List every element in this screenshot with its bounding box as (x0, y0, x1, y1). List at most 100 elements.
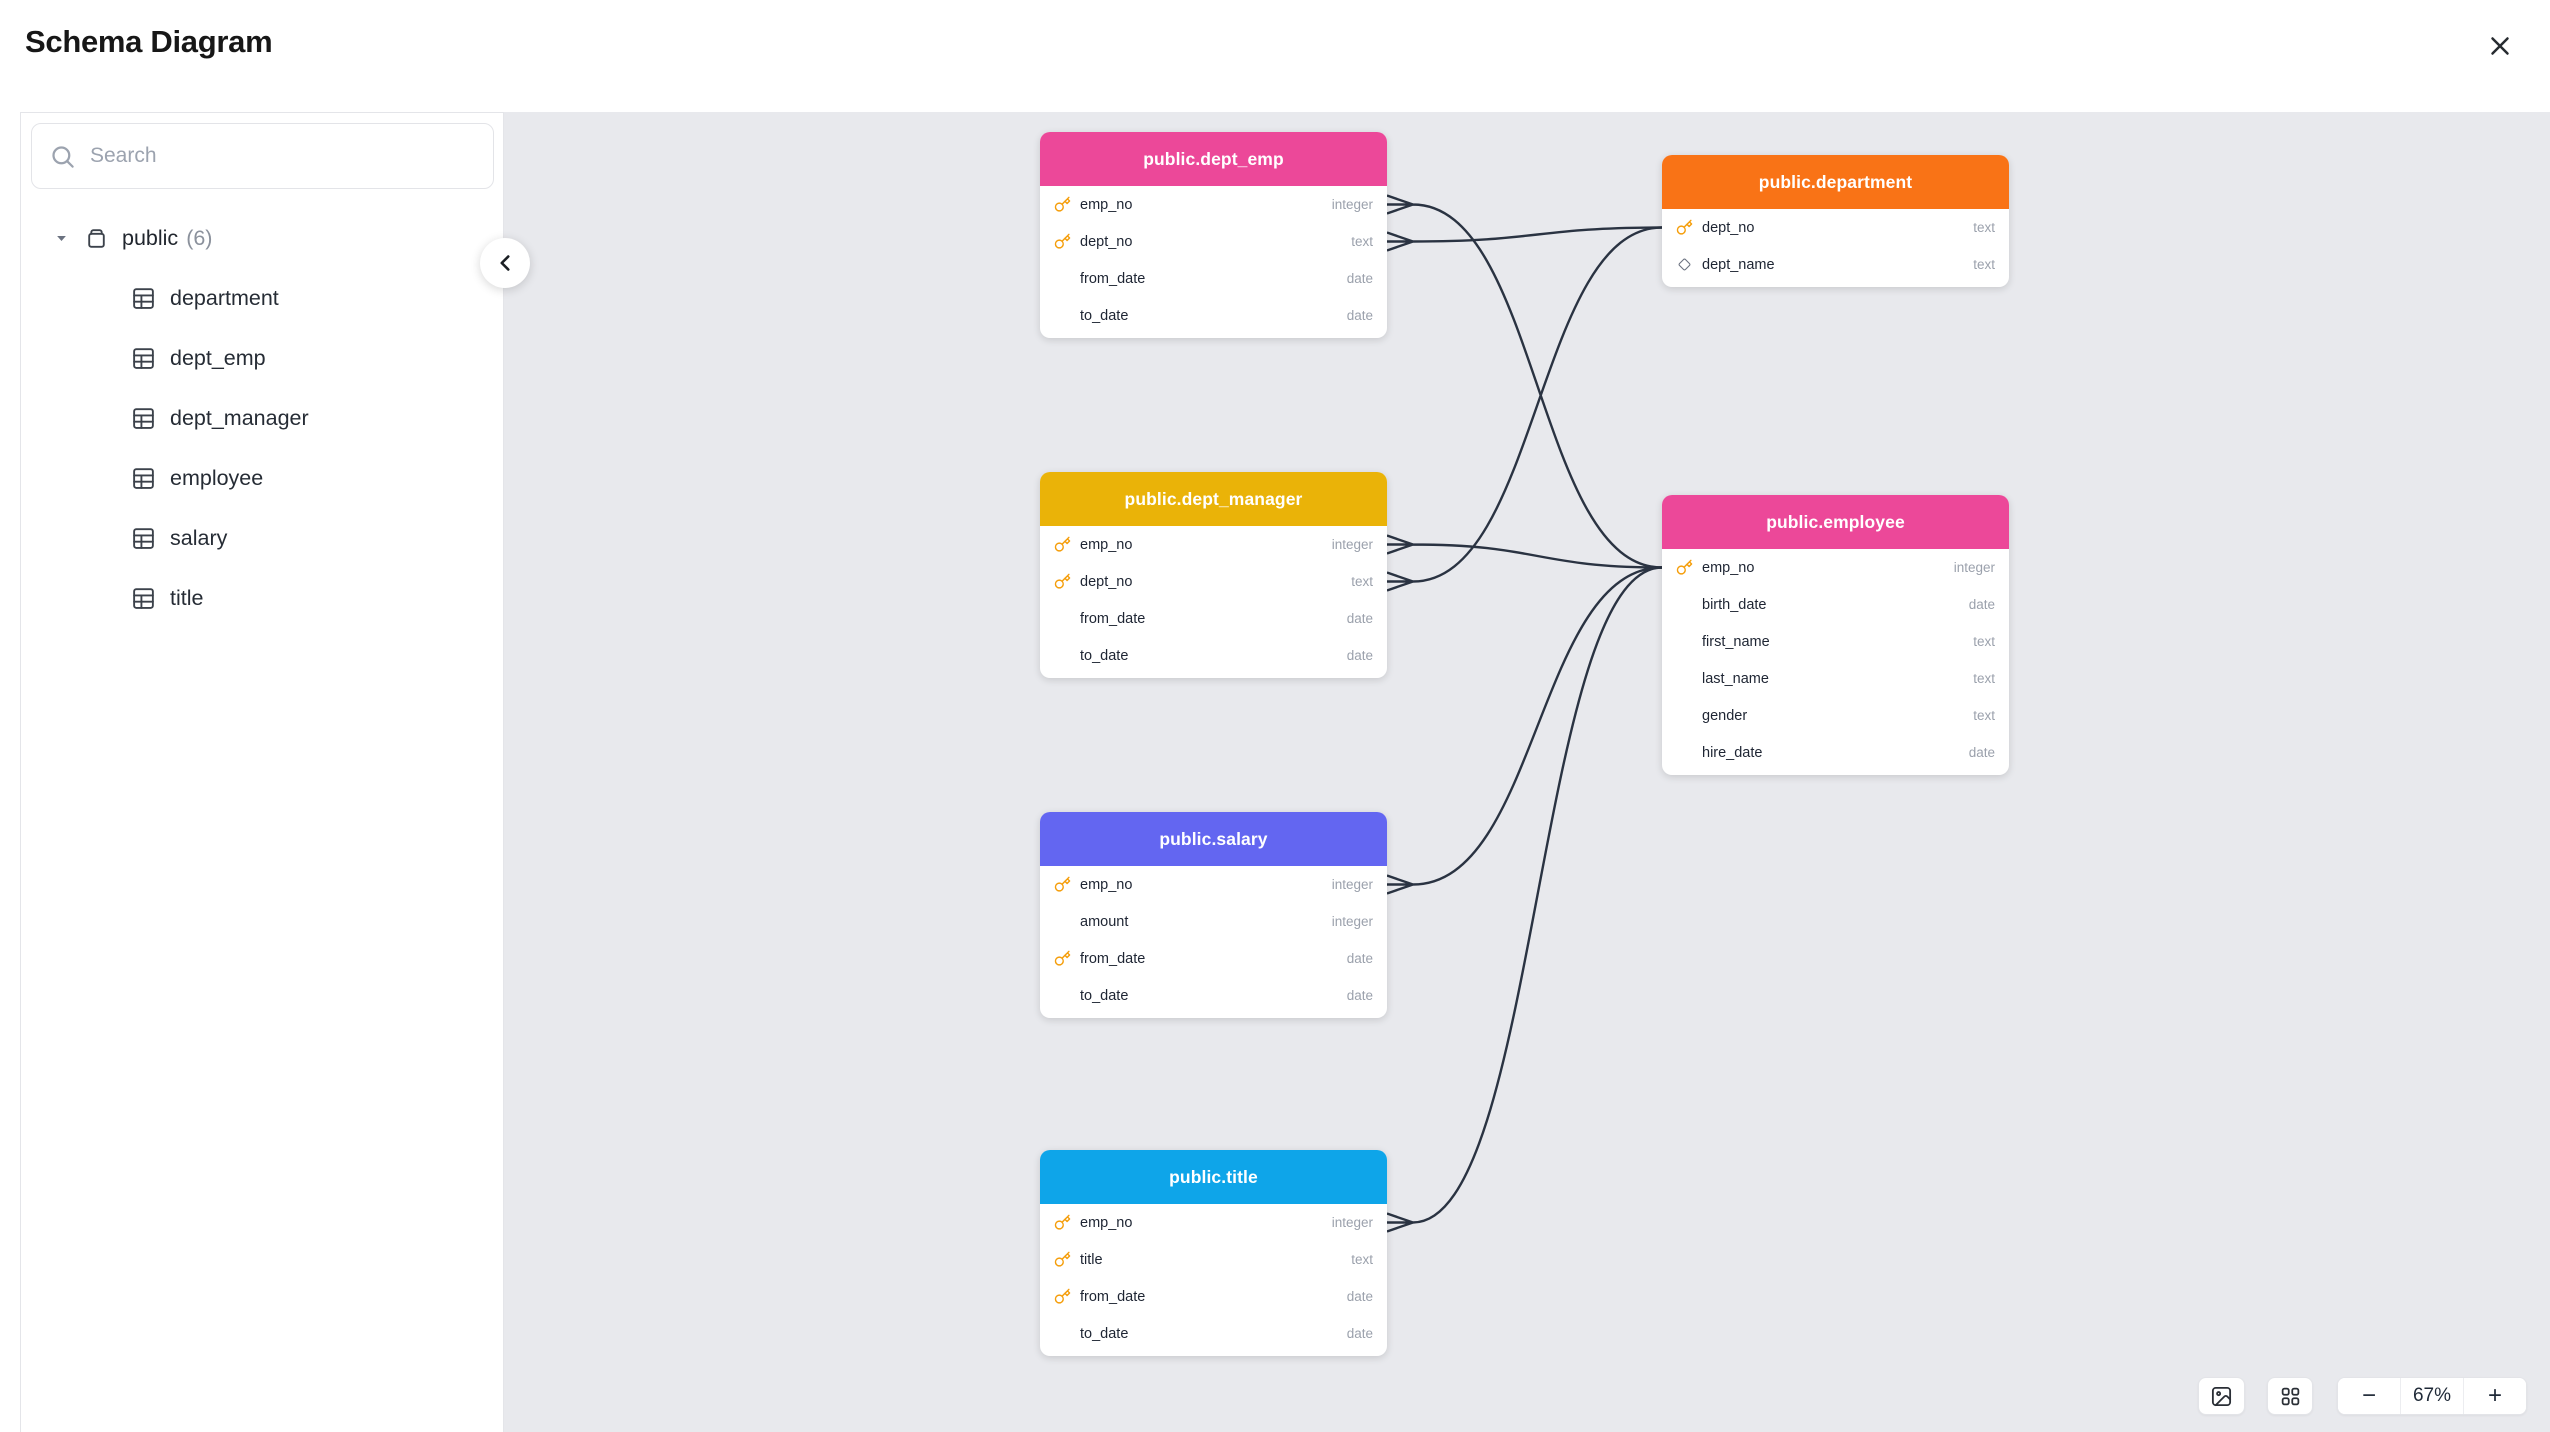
primary-key-icon (1054, 196, 1071, 212)
column-type: text (1973, 634, 1995, 649)
schema-name: public (122, 225, 179, 250)
sidebar-panel: public (6) department dept_emp dept_manage… (20, 112, 504, 1432)
column-row: last_name text (1662, 660, 2009, 697)
column-name: dept_no (1080, 573, 1133, 590)
column-type: integer (1331, 877, 1373, 892)
column-type: integer (1331, 197, 1373, 212)
caret-down-icon (57, 235, 66, 241)
table-item-label: dept_manager (170, 405, 309, 430)
table-node-title: public.salary (1040, 812, 1387, 866)
grid-icon (2281, 1387, 2299, 1405)
sidebar-table-item-dept_manager[interactable]: dept_manager (21, 388, 503, 448)
empty-icon-slot (1676, 596, 1693, 613)
column-type: integer (1953, 560, 1995, 575)
table-node-title: public.employee (1662, 495, 2009, 549)
primary-key-icon-slot (1054, 876, 1071, 893)
table-node-title: public.dept_manager (1040, 472, 1387, 526)
sidebar-table-item-salary[interactable]: salary (21, 508, 503, 568)
sidebar-table-item-title[interactable]: title (21, 568, 503, 628)
image-icon (2211, 1386, 2232, 1406)
schema-table-count: (6) (186, 225, 213, 250)
column-name: hire_date (1702, 744, 1763, 761)
column-name: to_date (1080, 987, 1129, 1004)
schema-icon (88, 228, 105, 248)
table-icon (133, 467, 154, 489)
table-item-label: title (170, 585, 204, 610)
close-button[interactable] (2480, 26, 2520, 66)
column-type: text (1351, 234, 1373, 249)
zoom-in-button[interactable]: + (2463, 1378, 2526, 1414)
primary-key-icon (1054, 1214, 1071, 1230)
empty-icon-slot (1054, 307, 1071, 324)
download-image-button[interactable] (2198, 1377, 2245, 1415)
column-type: date (1968, 745, 1995, 760)
diagram-canvas[interactable] (504, 112, 2550, 1432)
schema-tree-node-public[interactable]: public (6) (21, 208, 503, 268)
zoom-level: 67% (2400, 1378, 2463, 1414)
sidebar-table-item-employee[interactable]: employee (21, 448, 503, 508)
column-type: text (1973, 671, 1995, 686)
empty-icon-slot (1676, 633, 1693, 650)
sidebar-table-item-department[interactable]: department (21, 268, 503, 328)
column-name: emp_no (1080, 196, 1133, 213)
page-title: Schema Diagram (25, 24, 273, 59)
sidebar-collapse-button[interactable] (480, 238, 530, 288)
column-name: from_date (1080, 270, 1146, 287)
empty-icon-slot (1054, 1325, 1071, 1342)
primary-key-icon-slot (1054, 1214, 1071, 1231)
column-type: integer (1331, 914, 1373, 929)
column-name: from_date (1080, 950, 1146, 967)
primary-key-icon (1676, 219, 1693, 235)
dialog-header: Schema Diagram (0, 0, 2550, 112)
primary-key-icon (1054, 233, 1071, 249)
zoom-out-button[interactable]: − (2338, 1378, 2400, 1414)
column-name: from_date (1080, 610, 1146, 627)
empty-icon-slot (1054, 270, 1071, 287)
primary-key-icon (1676, 559, 1693, 575)
column-type: date (1346, 1289, 1373, 1304)
column-type: date (1346, 308, 1373, 323)
column-type: text (1973, 257, 1995, 272)
table-node-title: public.title (1040, 1150, 1387, 1204)
table-node-title: public.department (1662, 155, 2009, 209)
column-type: text (1973, 220, 1995, 235)
sidebar-table-item-dept_emp[interactable]: dept_emp (21, 328, 503, 388)
column-type: date (1346, 611, 1373, 626)
table-item-label: dept_emp (170, 345, 266, 370)
empty-icon-slot (1054, 610, 1071, 627)
column-name: last_name (1702, 670, 1769, 687)
empty-icon-slot (1054, 913, 1071, 930)
column-name: gender (1702, 707, 1748, 724)
column-type: integer (1331, 537, 1373, 552)
search-input[interactable] (90, 144, 476, 168)
primary-key-icon-slot (1676, 559, 1693, 576)
auto-layout-button[interactable] (2267, 1377, 2313, 1415)
primary-key-icon-slot (1676, 219, 1693, 236)
primary-key-icon (1054, 1288, 1071, 1304)
empty-icon-slot (1676, 744, 1693, 761)
column-type: date (1346, 648, 1373, 663)
